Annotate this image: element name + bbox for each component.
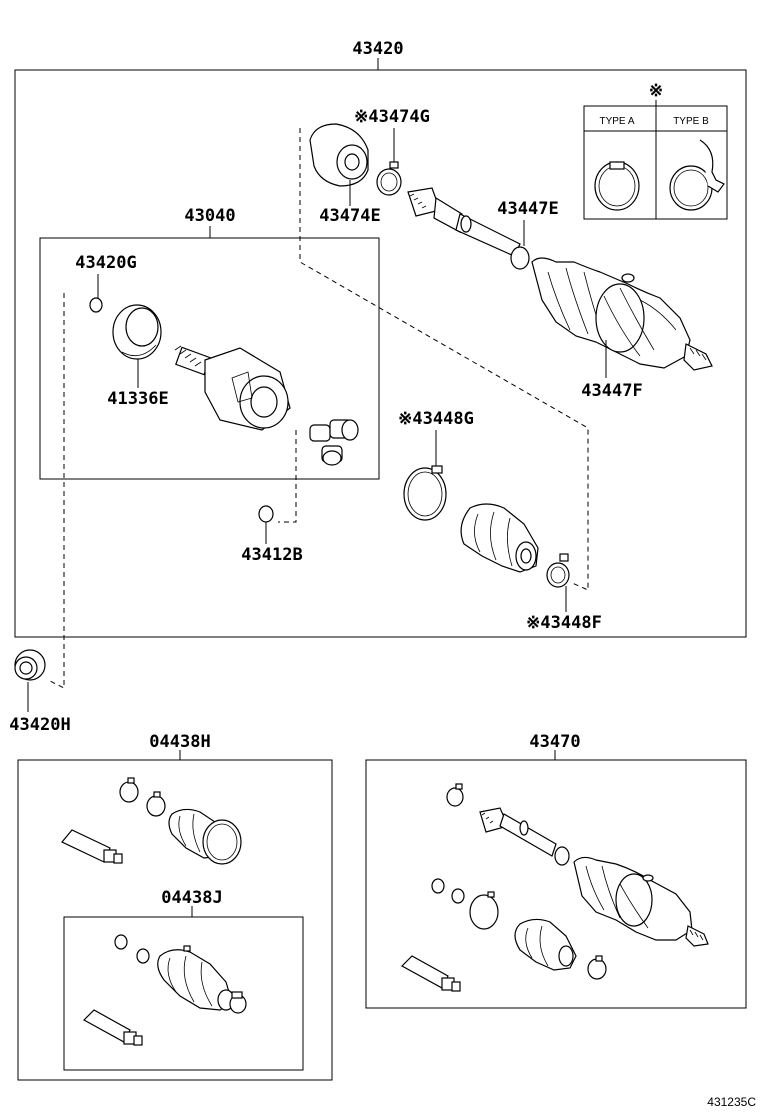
clamp-type-b-part	[669, 139, 725, 211]
label-43470[interactable]: 43470	[529, 732, 580, 752]
boot-kit-04438h-frame	[17, 759, 333, 1081]
diagram-reference: 431235C	[707, 1095, 756, 1109]
label-type-a[interactable]: TYPE A	[599, 116, 634, 127]
grease-tube-43470	[401, 955, 461, 992]
label-41336e[interactable]: 41336E	[107, 389, 168, 409]
boot-kit-j-boot	[157, 945, 247, 1014]
label-43448f[interactable]: ※43448F	[526, 613, 602, 633]
inboard-boot-part	[460, 503, 539, 573]
label-04438h[interactable]: 04438H	[149, 732, 210, 752]
label-43474g[interactable]: ※43474G	[354, 107, 430, 127]
tripod-housing-part	[174, 345, 291, 431]
snap-ring-43420g-part	[89, 297, 103, 313]
type-mark: ※	[649, 81, 663, 101]
label-43474e[interactable]: 43474E	[319, 206, 380, 226]
boot-kit-j-rings	[114, 934, 150, 964]
drive-shaft-part	[407, 187, 521, 257]
label-04438j[interactable]: 04438J	[161, 888, 222, 908]
damper-43474e-part	[309, 123, 369, 187]
label-43420h[interactable]: 43420H	[9, 715, 70, 735]
boot-kit-h-boot	[168, 808, 242, 865]
boot-clamp-43448f-part	[546, 553, 570, 588]
bearing-ring-41336e-part	[112, 304, 162, 360]
label-43420[interactable]: 43420	[352, 39, 403, 59]
outboard-clamp-part	[510, 246, 530, 270]
assembly-43420-frame	[14, 69, 747, 638]
label-43447e[interactable]: 43447E	[497, 199, 558, 219]
assembly-43470-outboard-boot	[573, 856, 709, 947]
assembly-43470-clamps	[431, 783, 607, 980]
grease-tube-j	[83, 1009, 143, 1046]
clamp-type-a-part	[594, 161, 640, 211]
boot-kit-h-clamps	[119, 777, 166, 817]
boot-clamp-43448g-part	[403, 465, 447, 521]
label-43420g[interactable]: 43420G	[75, 253, 136, 273]
label-43448g[interactable]: ※43448G	[398, 409, 474, 429]
outboard-boot-part	[531, 257, 713, 371]
tripod-spider-part	[309, 419, 359, 466]
assembly-43470-shaft	[479, 807, 570, 866]
damper-clamp-43474g-part	[376, 161, 402, 196]
label-43040[interactable]: 43040	[184, 206, 235, 226]
label-43447f[interactable]: 43447F	[581, 381, 642, 401]
label-type-b[interactable]: TYPE B	[673, 116, 709, 127]
boot-kit-04438j-frame	[63, 916, 304, 1071]
snap-ring-43412b-part	[258, 505, 274, 523]
label-43412b[interactable]: 43412B	[241, 545, 302, 565]
grease-tube-h	[61, 829, 123, 864]
dust-seal-43420h-part	[14, 649, 46, 681]
assembly-43470-inboard-boot	[514, 918, 577, 971]
